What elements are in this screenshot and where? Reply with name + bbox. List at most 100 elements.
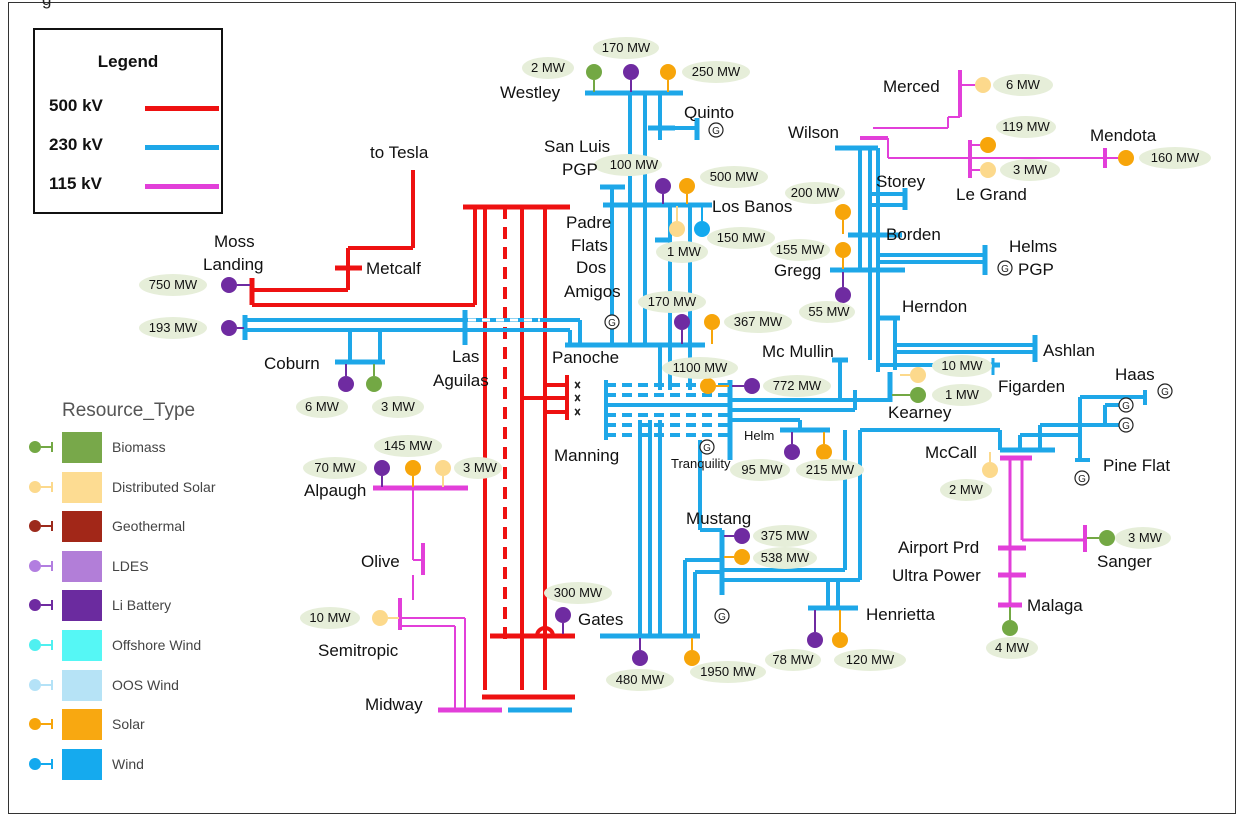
mustang-gen-icon [714, 608, 730, 624]
label-las: Las [452, 347, 479, 366]
legend-115kv-swatch [145, 184, 219, 189]
manning-battery-symbol [732, 378, 760, 394]
pill: 3 MW [1115, 527, 1171, 549]
semitropic-ds-cap: 10 MW [309, 610, 351, 625]
legend-230kv-label: 230 kV [49, 135, 103, 154]
resource-label: Solar [112, 716, 145, 733]
losbanos-wind-symbol [694, 206, 710, 237]
pill: 2 MW [522, 57, 574, 79]
label-helm: Helm [744, 428, 774, 443]
storey-solar-symbol [835, 204, 851, 234]
sanluis-battery-symbol [655, 178, 671, 204]
panoche-solar-cap: 367 MW [734, 314, 783, 329]
label-to-tesla: to Tesla [370, 143, 429, 162]
gates-top-symbol [555, 607, 571, 634]
pill: 55 MW [799, 301, 855, 323]
label-borden: Borden [886, 225, 941, 244]
resource-swatch [62, 471, 102, 503]
resource-tick [51, 560, 53, 571]
pill: 78 MW [765, 649, 821, 671]
label-mendota: Mendota [1090, 126, 1157, 145]
label-dos: Dos [576, 258, 606, 277]
pill: 250 MW [682, 61, 750, 83]
legend-230kv-swatch [145, 145, 219, 150]
malaga-bio-cap: 4 MW [995, 640, 1030, 655]
resource-label: LDES [112, 557, 149, 574]
label-kearney: Kearney [888, 403, 952, 422]
resource-stem [41, 485, 52, 488]
label-figarden: Figarden [998, 377, 1065, 396]
westley-battery-symbol [623, 64, 639, 92]
label-semitropic: Semitropic [318, 641, 399, 660]
resource-tick [51, 758, 53, 769]
alpaugh-ds-cap: 3 MW [463, 460, 498, 475]
label-flats: Flats [571, 236, 608, 255]
resource-swatch [62, 590, 102, 622]
westley-biomass-symbol [586, 64, 602, 92]
pill: 2 MW [940, 479, 992, 501]
resource-dot-icon [29, 718, 41, 731]
resource-stem [41, 683, 52, 686]
sanluis-bat-cap: 100 MW [610, 157, 659, 172]
kearney-bio-cap: 1 MW [945, 387, 980, 402]
moss-battery-symbol [221, 277, 250, 293]
manning-solar-symbol [700, 378, 729, 394]
resource-swatch [62, 550, 102, 582]
pill: 215 MW [796, 459, 864, 481]
resource-label: Distributed Solar [112, 478, 216, 495]
alpaugh-solar-symbol [405, 460, 421, 487]
label-malaga: Malaga [1027, 596, 1083, 615]
pill: 70 MW [303, 457, 367, 479]
resource-stem [41, 723, 52, 726]
lines-500kv [249, 170, 575, 700]
helm-battery-symbol [784, 432, 800, 460]
pill: 4 MW [986, 637, 1038, 659]
pill: 772 MW [763, 375, 831, 397]
resource-label: OOS Wind [112, 676, 179, 693]
malaga-biomass-symbol [1002, 607, 1018, 636]
gates-battery-symbol [632, 638, 648, 666]
label-moss: Moss [214, 232, 255, 251]
borden-solar-cap: 155 MW [776, 242, 825, 257]
resource-label: Biomass [112, 439, 166, 455]
label-padre: Padre [566, 213, 611, 232]
label-mustang: Mustang [686, 509, 751, 528]
label-panoche: Panoche [552, 348, 619, 367]
label-ashlan: Ashlan [1043, 341, 1095, 360]
resource-type-item: Offshore Wind [22, 629, 272, 670]
resource-swatch [62, 511, 102, 543]
label-amigos: Amigos [564, 282, 621, 301]
pill: 1100 MW [662, 357, 738, 379]
pill: 1 MW [932, 384, 992, 406]
pill: 95 MW [730, 459, 790, 481]
helm-bat-cap: 95 MW [741, 462, 783, 477]
resource-tick [51, 600, 53, 611]
resource-tick [51, 639, 53, 650]
pill: 10 MW [300, 607, 360, 629]
label-henrietta: Henrietta [866, 605, 936, 624]
alpaugh-bat-cap: 70 MW [314, 460, 356, 475]
panoche-solar-symbol [704, 314, 720, 344]
label-coburn: Coburn [264, 354, 320, 373]
resource-swatch [62, 669, 102, 701]
label-herndon: Herndon [902, 297, 967, 316]
resource-swatch [62, 709, 102, 741]
label-san-luis: San Luis [544, 137, 610, 156]
resource-label: Geothermal [112, 518, 186, 535]
label-le-grand: Le Grand [956, 185, 1027, 204]
voltage-legend: Legend 500 kV 230 kV 115 kV [33, 28, 223, 214]
dos-amigos-gen-icon [604, 314, 620, 330]
sanger-bio-cap: 3 MW [1128, 530, 1163, 545]
resource-tick [51, 679, 53, 690]
label-helms-pgp: PGP [1018, 260, 1054, 279]
pill: 1 MW [656, 241, 708, 263]
resource-type-item: Geothermal [22, 511, 272, 551]
resource-stem [41, 762, 52, 765]
label-san-luis-pgp: PGP [562, 160, 598, 179]
resource-dot-icon [29, 599, 41, 612]
manning-bat-cap: 772 MW [773, 378, 822, 393]
helm-solar-cap: 215 MW [806, 462, 855, 477]
resource-type-item: Wind [22, 748, 272, 789]
alpaugh-ds-symbol [435, 460, 451, 487]
resource-label: Wind [112, 755, 144, 772]
